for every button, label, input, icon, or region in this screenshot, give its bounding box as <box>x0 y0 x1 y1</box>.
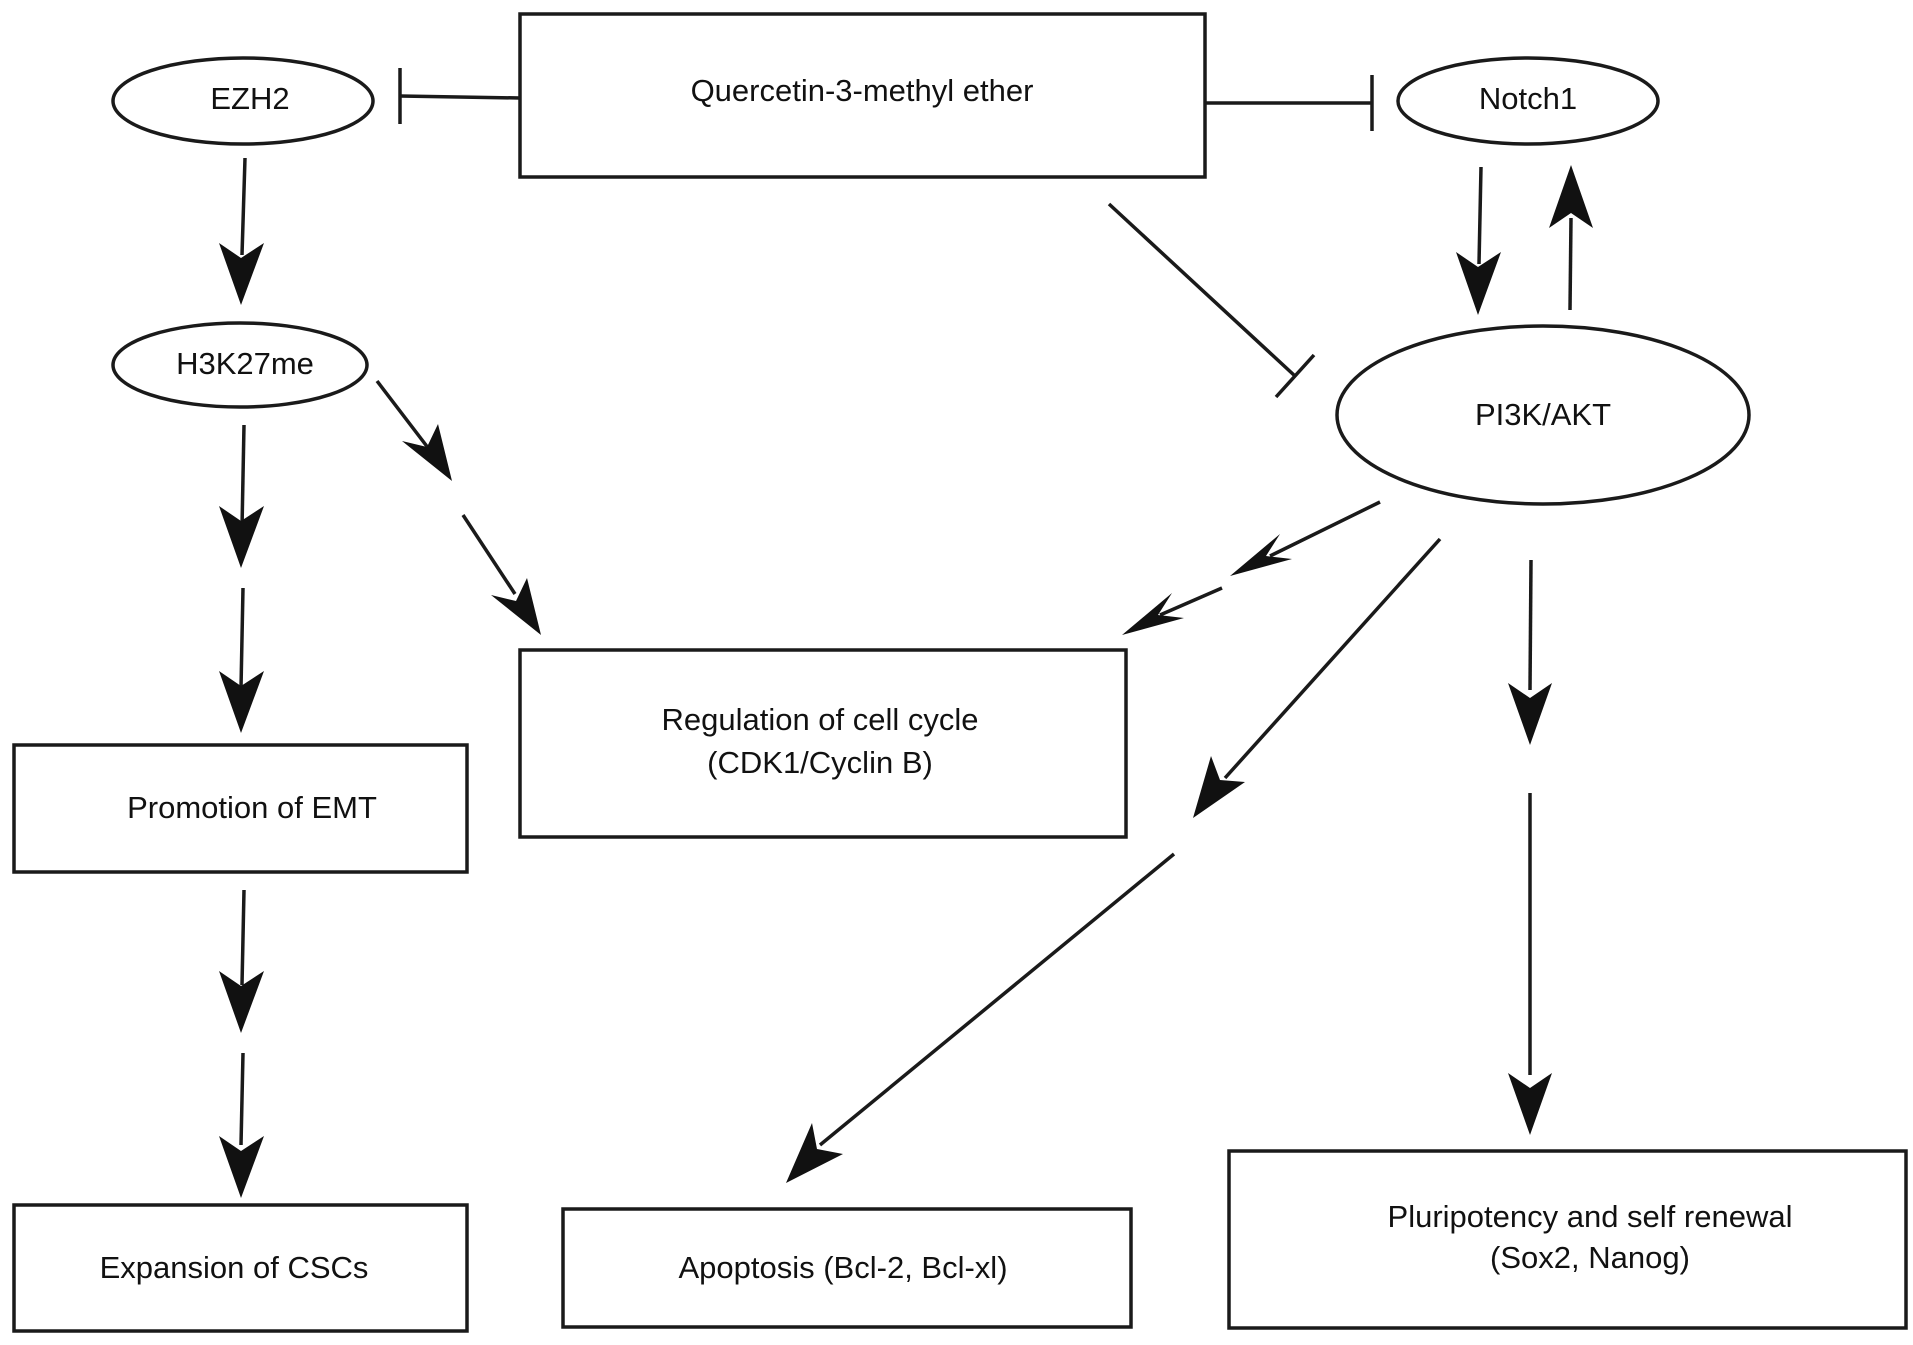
edge-h3k27me-to-emt <box>219 424 264 733</box>
quercetin-box <box>518 12 1207 179</box>
pluripotency-box <box>1227 1149 1908 1330</box>
pluripotency-label-line2: (Sox2, Nanog) <box>1490 1240 1690 1275</box>
node-notch1: Notch1 <box>1396 56 1660 146</box>
edge-notch1-to-pi3k <box>1456 166 1501 315</box>
node-apoptosis: Apoptosis (Bcl-2, Bcl-xl) <box>561 1207 1133 1329</box>
notch1-label: Notch1 <box>1479 81 1577 116</box>
edge-pi3k-to-cell-cycle <box>1122 500 1381 635</box>
edge-quercetin-inhibits-ezh2 <box>398 68 521 124</box>
apoptosis-label: Apoptosis (Bcl-2, Bcl-xl) <box>678 1250 1007 1285</box>
pi3k-label: PI3K/AKT <box>1475 397 1611 432</box>
csc-label: Expansion of CSCs <box>100 1250 369 1285</box>
edge-pi3k-to-apoptosis <box>786 537 1442 1183</box>
node-emt: Promotion of EMT <box>12 743 469 874</box>
cell-cycle-box <box>518 648 1128 839</box>
edge-quercetin-inhibits-pi3k <box>1107 202 1316 399</box>
node-pi3k-akt: PI3K/AKT <box>1335 324 1751 506</box>
csc-box <box>12 1203 469 1333</box>
pluripotency-label-line1: Pluripotency and self renewal <box>1388 1199 1793 1234</box>
edge-emt-to-csc <box>219 889 264 1198</box>
h3k27me-ellipse <box>111 321 369 409</box>
pi3k-ellipse <box>1335 324 1751 506</box>
cell-cycle-label-line2: (CDK1/Cyclin B) <box>707 745 933 780</box>
ezh2-ellipse <box>111 56 375 146</box>
edge-ezh2-to-h3k27me <box>219 157 264 305</box>
node-ezh2: EZH2 <box>111 56 375 146</box>
notch1-ellipse <box>1396 56 1660 146</box>
cell-cycle-label-line1: Regulation of cell cycle <box>661 702 978 737</box>
node-cell-cycle: Regulation of cell cycle (CDK1/Cyclin B) <box>518 648 1128 839</box>
edge-pi3k-to-pluripotency <box>1508 559 1552 1135</box>
h3k27me-label: H3K27me <box>176 346 314 381</box>
node-quercetin: Quercetin-3-methyl ether <box>518 12 1207 179</box>
ezh2-label: EZH2 <box>210 81 289 116</box>
node-csc: Expansion of CSCs <box>12 1203 469 1333</box>
edge-h3k27me-to-cell-cycle <box>375 379 541 635</box>
quercetin-label: Quercetin-3-methyl ether <box>691 73 1034 108</box>
node-pluripotency: Pluripotency and self renewal (Sox2, Nan… <box>1227 1149 1908 1330</box>
emt-label: Promotion of EMT <box>127 790 377 825</box>
node-h3k27me: H3K27me <box>111 321 369 409</box>
emt-box <box>12 743 469 874</box>
edge-quercetin-inhibits-notch1 <box>1205 75 1374 131</box>
edge-pi3k-to-notch1 <box>1549 165 1593 311</box>
apoptosis-box <box>561 1207 1133 1329</box>
